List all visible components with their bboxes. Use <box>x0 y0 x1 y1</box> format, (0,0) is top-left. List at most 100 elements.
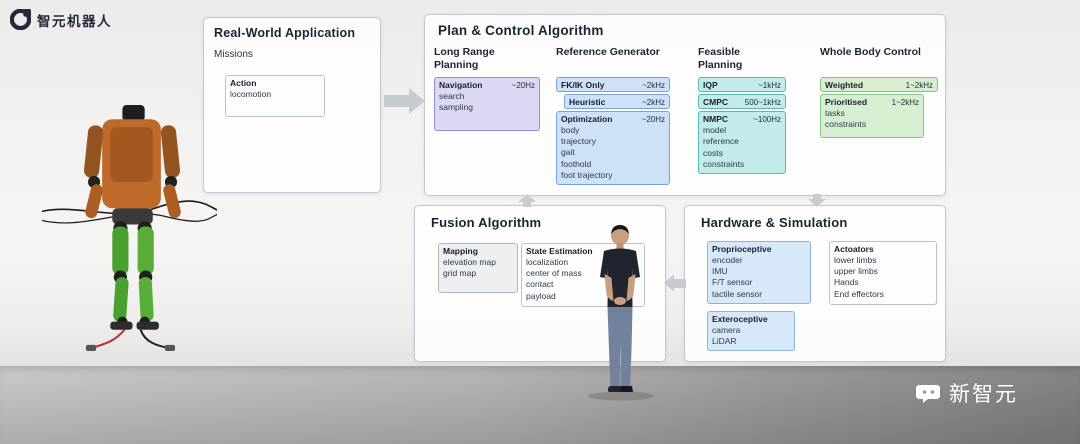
cable-connector <box>85 344 97 351</box>
block-item: contact <box>526 279 554 290</box>
person-arm-left <box>604 274 614 301</box>
arrow-head-down-icon <box>808 199 826 207</box>
person-shoe-left <box>607 386 621 392</box>
mapping-block: Mapping elevation map grid map <box>438 243 518 293</box>
block-header: Weighted 1~2kHz <box>821 78 937 91</box>
block-title: IQP <box>703 80 718 91</box>
arrow-fusion-to-plan <box>523 202 531 207</box>
block-header: State Estimation <box>522 244 644 257</box>
robot-shin-left <box>113 277 129 322</box>
arrow-head-up-icon <box>518 194 536 202</box>
plan-control-panel: Plan & Control Algorithm Long Range Plan… <box>424 14 946 196</box>
nmpc-block: NMPC ~100Hz model reference costs constr… <box>698 111 786 175</box>
block-item: grid map <box>443 268 477 279</box>
block-items: camera LiDAR <box>708 325 794 350</box>
watermark: 新智元 <box>915 378 1018 408</box>
block-items: tasks constraints <box>821 108 923 133</box>
block-item: foot trajectory <box>561 169 613 180</box>
block-header: CMPC 500~1kHz <box>699 95 785 108</box>
xinzhiyuan-logo-icon <box>916 385 940 403</box>
robot-forearm-right <box>163 184 181 219</box>
block-title: Action <box>230 78 257 88</box>
stage-floor <box>0 366 1080 444</box>
robot-head <box>122 105 145 122</box>
column-header: Long Range Planning <box>434 46 495 71</box>
block-header: Navigation ~20Hz <box>435 78 539 91</box>
block-item: payload <box>526 290 556 301</box>
block-items: body trajectory gait foothold foot traje… <box>557 125 669 184</box>
block-items: locomotion <box>226 89 324 103</box>
block-item: camera <box>712 325 741 335</box>
block-item: center of mass <box>526 268 582 279</box>
block-rate: ~20Hz <box>641 115 665 124</box>
block-item: search <box>439 91 465 102</box>
optimization-block: Optimization ~20Hz body trajectory gait … <box>556 111 670 186</box>
block-header: Prioritised 1~2kHz <box>821 95 923 108</box>
block-item: sampling <box>439 102 474 113</box>
block-header: IQP ~1kHz <box>699 78 785 91</box>
trajectory-line <box>42 213 217 224</box>
block-item: foothold <box>561 158 592 169</box>
person-hair <box>611 225 629 234</box>
block-title: Mapping <box>443 246 478 256</box>
block-title: CMPC <box>703 97 729 108</box>
block-items: lower limbs upper limbs Hands End effect… <box>830 255 936 303</box>
column-long-range-planning: Long Range Planning Navigation ~20Hz sea… <box>434 46 540 133</box>
block-items: localization center of mass contact payl… <box>522 257 644 305</box>
navigation-block: Navigation ~20Hz search sampling <box>434 77 540 132</box>
cmpc-block: CMPC 500~1kHz <box>698 94 786 110</box>
block-header: Proprioceptive <box>708 242 810 255</box>
block-item: upper limbs <box>834 266 878 277</box>
block-rate: ~1kHz <box>758 81 781 91</box>
block-title: Proprioceptive <box>712 244 772 254</box>
person-jeans <box>607 307 633 387</box>
block-item: constraints <box>825 119 867 130</box>
robot-arm-left <box>83 125 104 178</box>
agibot-logo-icon <box>10 9 31 30</box>
arrow-plan-to-hardware <box>813 194 821 199</box>
weighted-block: Weighted 1~2kHz <box>820 77 938 92</box>
panel-title: Fusion Algorithm <box>431 215 542 230</box>
column-whole-body-control: Whole Body Control Weighted 1~2kHz Prior… <box>820 46 938 140</box>
heuristic-block: Heuristic ~2kHz <box>564 94 670 109</box>
block-items: encoder IMU F/T sensor tactile sensor <box>708 255 810 303</box>
block-item: trajectory <box>561 136 596 147</box>
column-reference-generator: Reference Generator FK/IK Only ~2kHz Heu… <box>556 46 670 187</box>
block-rate: ~2kHz <box>642 81 665 90</box>
panel-title: Plan & Control Algorithm <box>438 23 604 38</box>
robot-shin-right <box>138 277 154 322</box>
iqp-block: IQP ~1kHz <box>698 77 786 93</box>
block-item: locomotion <box>230 89 272 99</box>
robot-pelvis <box>112 208 153 225</box>
person-head <box>611 227 629 245</box>
person-hands <box>614 297 626 305</box>
column-header: Reference Generator <box>556 46 660 58</box>
arrow-hardware-to-fusion <box>674 279 686 288</box>
block-item: encoder <box>712 255 743 265</box>
block-item: reference <box>703 136 739 147</box>
cable-connector <box>164 344 176 351</box>
block-header: Exteroceptive <box>708 312 794 325</box>
robot-foot-right <box>136 321 159 330</box>
presenter-person <box>588 225 654 401</box>
robot-arm-right <box>160 125 181 178</box>
exteroceptive-block: Exteroceptive camera LiDAR <box>707 311 795 352</box>
block-item: localization <box>526 257 569 267</box>
block-header: Mapping <box>439 244 517 257</box>
block-title: Weighted <box>825 80 864 90</box>
person-shoe-right <box>620 386 633 392</box>
hardware-simulation-panel: Hardware & Simulation Proprioceptive enc… <box>684 205 946 362</box>
proprioceptive-block: Proprioceptive encoder IMU F/T sensor ta… <box>707 241 811 304</box>
missions-label: Missions <box>214 49 253 60</box>
block-title: Optimization <box>561 114 613 124</box>
actuators-block: Actoators lower limbs upper limbs Hands … <box>829 241 937 305</box>
block-items: model reference costs constraints <box>699 125 785 173</box>
block-item: tasks <box>825 108 845 118</box>
fkik-block: FK/IK Only ~2kHz <box>556 77 670 92</box>
block-rate: 500~1kHz <box>744 98 781 108</box>
block-rate: 1~2kHz <box>905 81 933 90</box>
person-arm-right <box>626 274 636 301</box>
block-item: LiDAR <box>712 336 737 347</box>
block-title: State Estimation <box>526 246 593 256</box>
